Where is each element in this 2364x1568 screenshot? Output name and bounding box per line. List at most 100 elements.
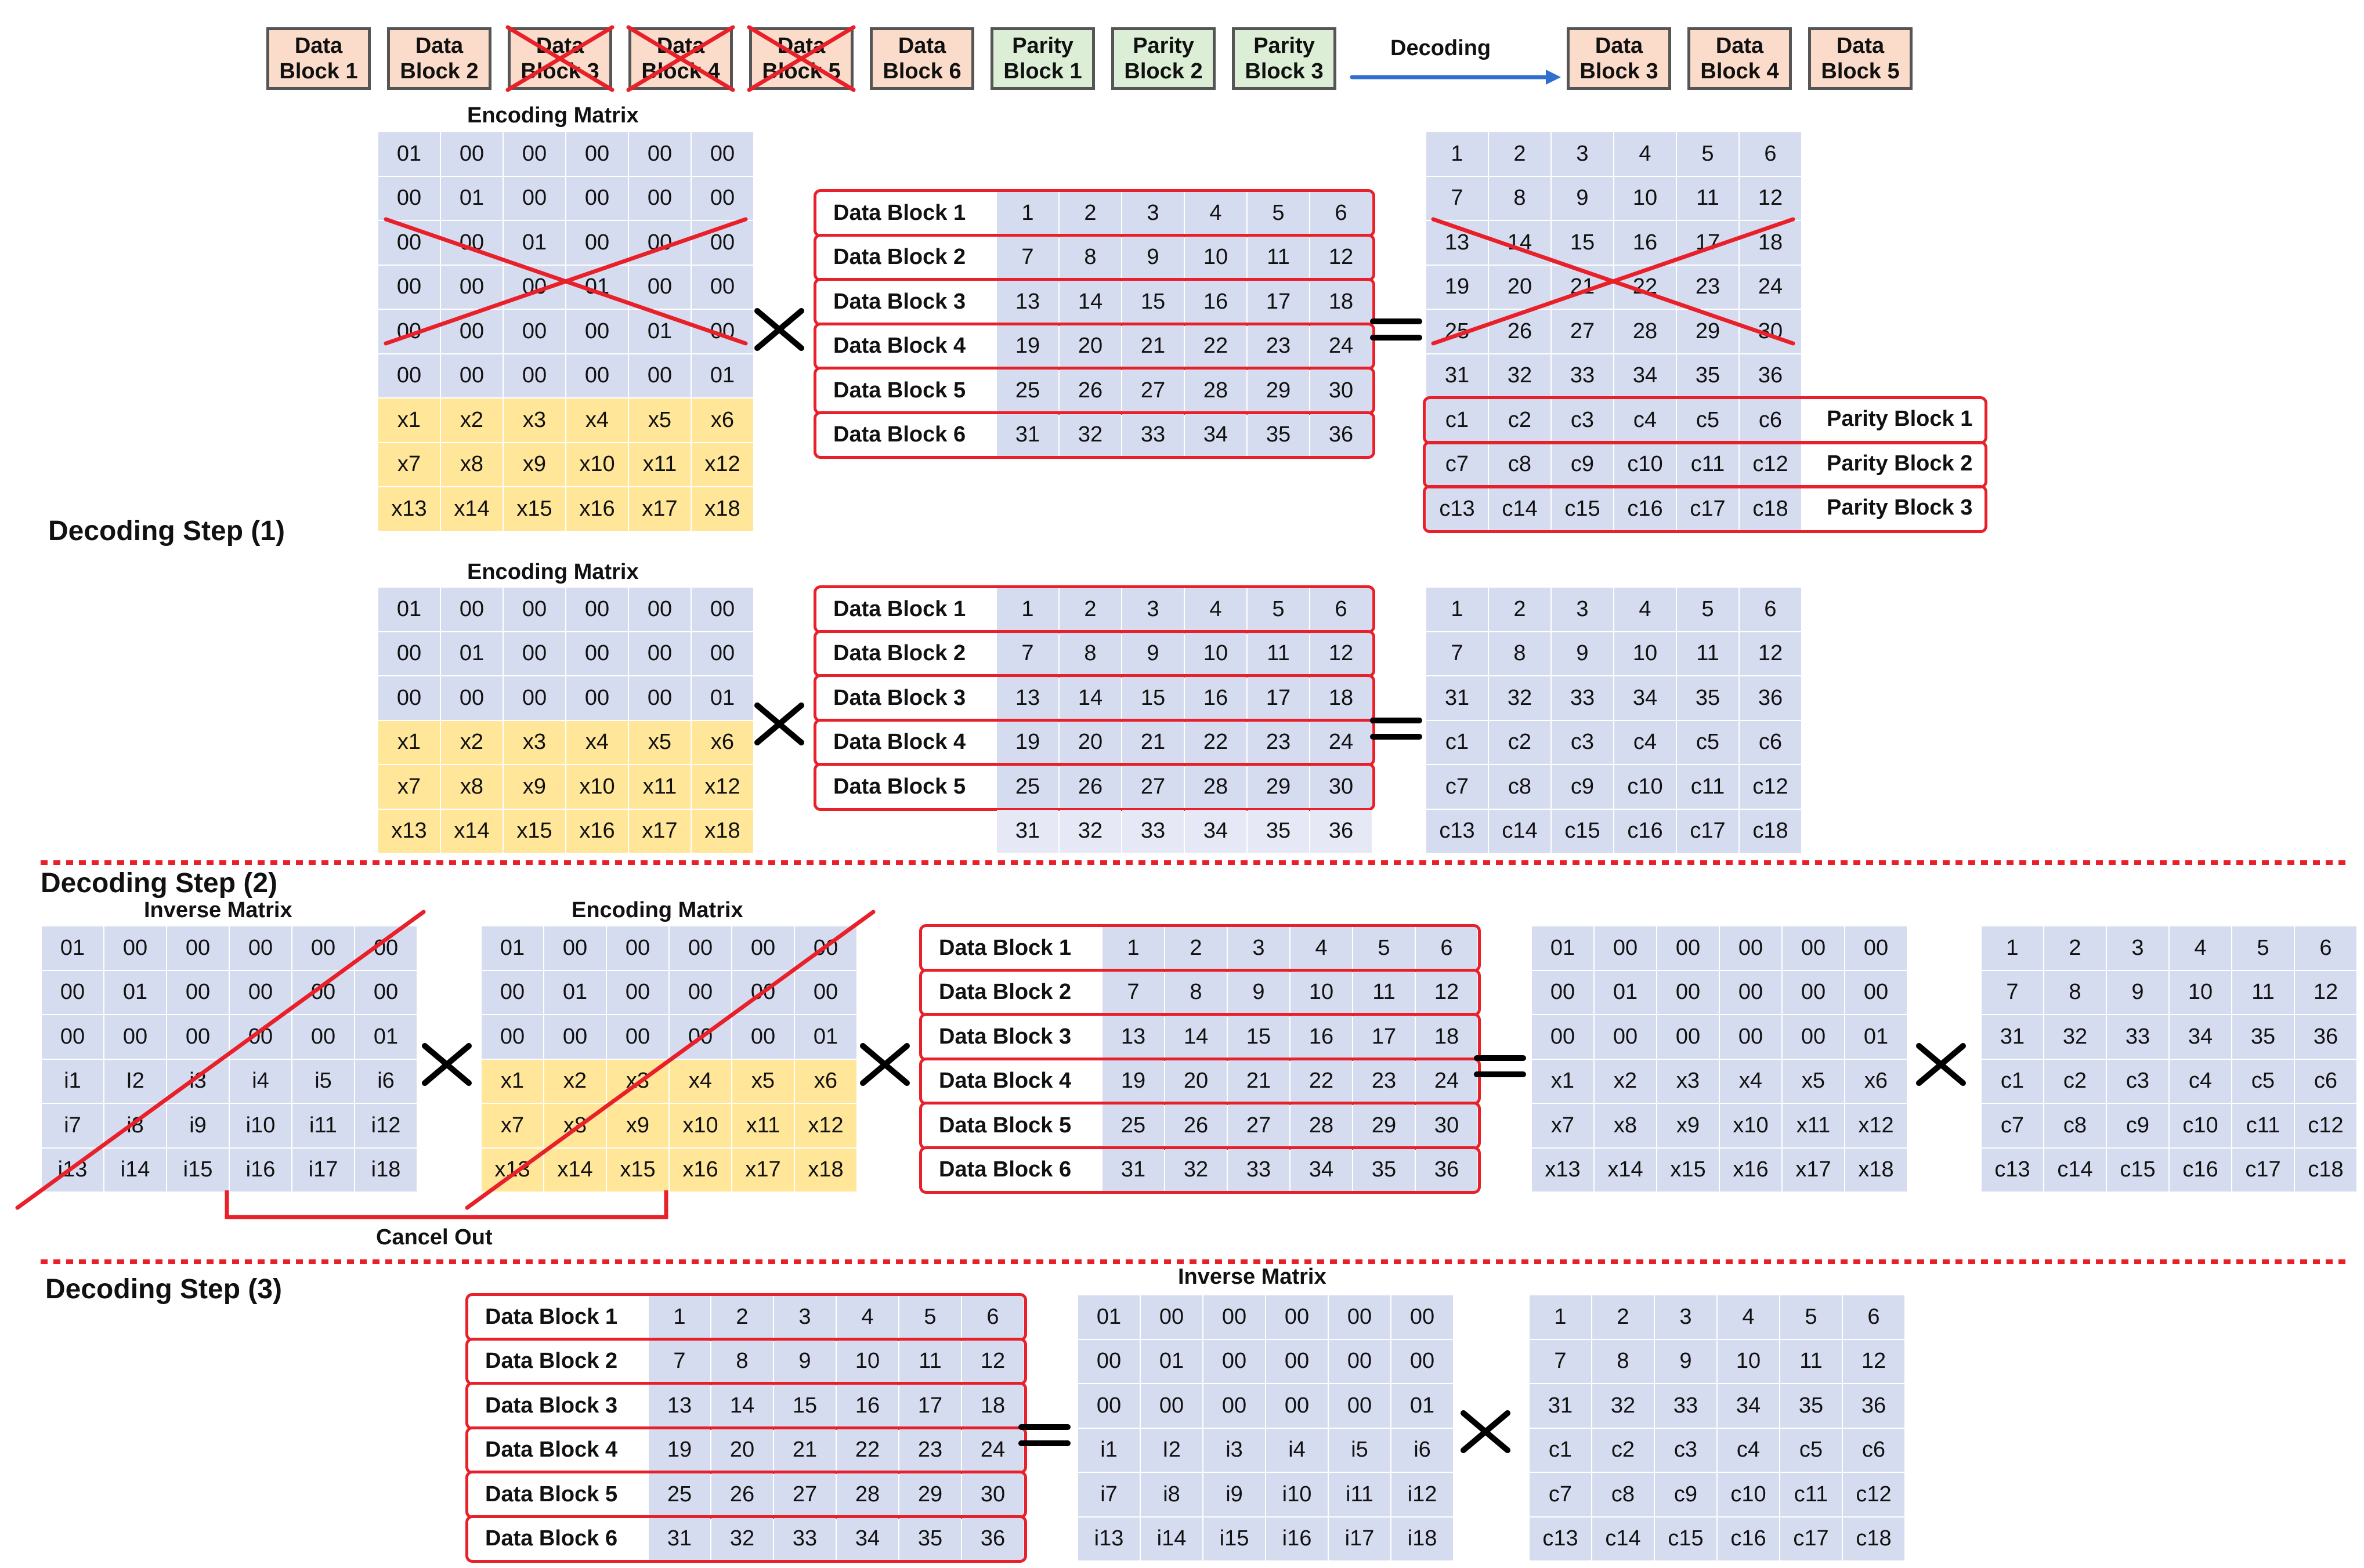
data-table-3-cell: 30 <box>1416 1104 1477 1147</box>
result-step2-cell: c15 <box>2107 1148 2168 1192</box>
data-table-4-cell: 22 <box>837 1428 898 1472</box>
result-step3-cell: 35 <box>1780 1384 1842 1428</box>
data-table-1-cell: 1 <box>997 191 1058 235</box>
result-reduced-cell: c6 <box>1740 720 1801 764</box>
result-step2-cell: c18 <box>2295 1148 2356 1192</box>
result-step3-cell: 1 <box>1530 1295 1591 1339</box>
result-reduced-cell: c14 <box>1489 809 1550 853</box>
result-full-cell: c17 <box>1677 487 1738 531</box>
data-table-2-cell: 18 <box>1310 676 1372 720</box>
data-table-3-label: Data Block 6 <box>923 1148 1103 1192</box>
result-step2-cell: 7 <box>1982 971 2043 1014</box>
result-full-cell: c4 <box>1614 399 1676 442</box>
header-block-line: Block 1 <box>279 59 358 84</box>
result-full-cell: c12 <box>1740 443 1801 486</box>
result-full-cell: 25 <box>1426 310 1488 353</box>
data-table-4-cell: 21 <box>774 1428 836 1472</box>
header-block-line: Block 4 <box>641 59 720 84</box>
result-step3-cell: 34 <box>1718 1384 1779 1428</box>
result-full-cell: 9 <box>1552 176 1613 220</box>
data-table-1-cell: 23 <box>1248 324 1309 368</box>
times-5-b <box>1916 1043 1966 1086</box>
encoding-step2-cell: 00 <box>795 971 856 1014</box>
data-table-4-label: Data Block 5 <box>469 1473 649 1516</box>
inverse-step3-cell: 00 <box>1391 1339 1453 1383</box>
encoding-step2-right-cell: x6 <box>1845 1059 1907 1103</box>
encoding-full-cell: 01 <box>692 354 753 397</box>
data-table-4-cell: 29 <box>899 1473 961 1516</box>
encoding-full-cell: 00 <box>378 265 440 309</box>
encoding-step2-right-cell: x14 <box>1595 1148 1656 1192</box>
data-table-1-cell: 8 <box>1060 236 1121 279</box>
header-block-line: Data <box>294 34 343 58</box>
data-table-2-cell: 23 <box>1248 720 1309 764</box>
result-reduced-cell: 33 <box>1552 676 1613 720</box>
result-step3-cell: c8 <box>1592 1473 1654 1516</box>
encoding-full-cell: 00 <box>692 176 753 220</box>
result-full-cell: 20 <box>1489 265 1550 309</box>
times-6-a <box>1461 1410 1510 1453</box>
data-table-2-cell: 15 <box>1122 676 1184 720</box>
data-table-1-cell: 27 <box>1122 369 1184 412</box>
inverse-step3-cell: 01 <box>1078 1295 1140 1339</box>
inverse-step3-cell: 00 <box>1141 1295 1202 1339</box>
encoding-step2-right-cell: x4 <box>1720 1059 1781 1103</box>
times-6-b <box>1461 1410 1510 1453</box>
result-full-cell: 22 <box>1614 265 1676 309</box>
encoding-reduced-cell: x7 <box>378 765 440 809</box>
encoding-full-cell: 00 <box>692 265 753 309</box>
result-reduced-cell: c18 <box>1740 809 1801 853</box>
data-table-1-cell: 31 <box>997 413 1058 457</box>
data-table-2-label: Data Block 5 <box>817 765 997 809</box>
result-step2-cell: 6 <box>2295 926 2356 970</box>
header-block-line: Data <box>415 34 464 58</box>
result-step3-cell: c11 <box>1780 1473 1842 1516</box>
result-step2-cell: c6 <box>2295 1059 2356 1103</box>
encoding-full-cell: 00 <box>441 221 503 265</box>
data-table-2-cell: 3 <box>1122 588 1184 631</box>
encoding-step2-right-cell: x1 <box>1532 1059 1593 1103</box>
data-table-4-cell: 24 <box>962 1428 1024 1472</box>
data-table-2-cell: 16 <box>1185 676 1246 720</box>
data-table-2-cell: 10 <box>1185 632 1246 675</box>
data-table-3-cell: 10 <box>1291 971 1352 1014</box>
decoding-arrow-label: Decoding <box>1390 36 1491 60</box>
result-full-cell: 29 <box>1677 310 1738 353</box>
data-table-2-cell: 25 <box>997 765 1058 809</box>
data-table-3-label: Data Block 1 <box>923 926 1103 970</box>
result-reduced-cell: c8 <box>1489 765 1550 809</box>
parity-label: Parity Block 1 <box>1827 407 1973 431</box>
result-step2-cell: c12 <box>2295 1104 2356 1147</box>
result-step2-cell: 34 <box>2170 1015 2231 1059</box>
data-table-1-cell: 22 <box>1185 324 1246 368</box>
data-table-3-label: Data Block 5 <box>923 1104 1103 1147</box>
inverse-step3-cell: i4 <box>1266 1428 1328 1472</box>
data-table-1-cell: 33 <box>1122 413 1184 457</box>
encoding-step2-right-cell: 01 <box>1532 926 1593 970</box>
data-table-3-cell: 15 <box>1228 1015 1289 1059</box>
encoding-full-cell: x7 <box>378 443 440 486</box>
encoding-full-cell: 00 <box>378 354 440 397</box>
result-step3-cell: 4 <box>1718 1295 1779 1339</box>
encoding-full-cell: 00 <box>629 221 691 265</box>
data-table-2-cell: 5 <box>1248 588 1309 631</box>
data-table-1-label: Data Block 6 <box>817 413 997 457</box>
encoding-step2-cell: x1 <box>482 1059 543 1103</box>
times-4-b <box>860 1043 910 1086</box>
encoding-reduced-cell: x6 <box>692 720 753 764</box>
inverse-step3-cell: i12 <box>1391 1473 1453 1516</box>
result-reduced-cell: 36 <box>1740 676 1801 720</box>
data-table-3-cell: 24 <box>1416 1059 1477 1103</box>
result-reduced-cell: 31 <box>1426 676 1488 720</box>
data-table-4-cell: 10 <box>837 1339 898 1383</box>
encoding-full-cell: 00 <box>692 310 753 353</box>
result-full-cell: 6 <box>1740 132 1801 176</box>
result-step2-cell: c5 <box>2232 1059 2294 1103</box>
inverse-step2-cell: 00 <box>355 926 417 970</box>
header-block-line: Data <box>1836 34 1885 58</box>
encoding-step2-right-cell: 00 <box>1595 1015 1656 1059</box>
inverse-step2-cell: 00 <box>230 1015 291 1059</box>
result-full-cell: 32 <box>1489 354 1550 397</box>
